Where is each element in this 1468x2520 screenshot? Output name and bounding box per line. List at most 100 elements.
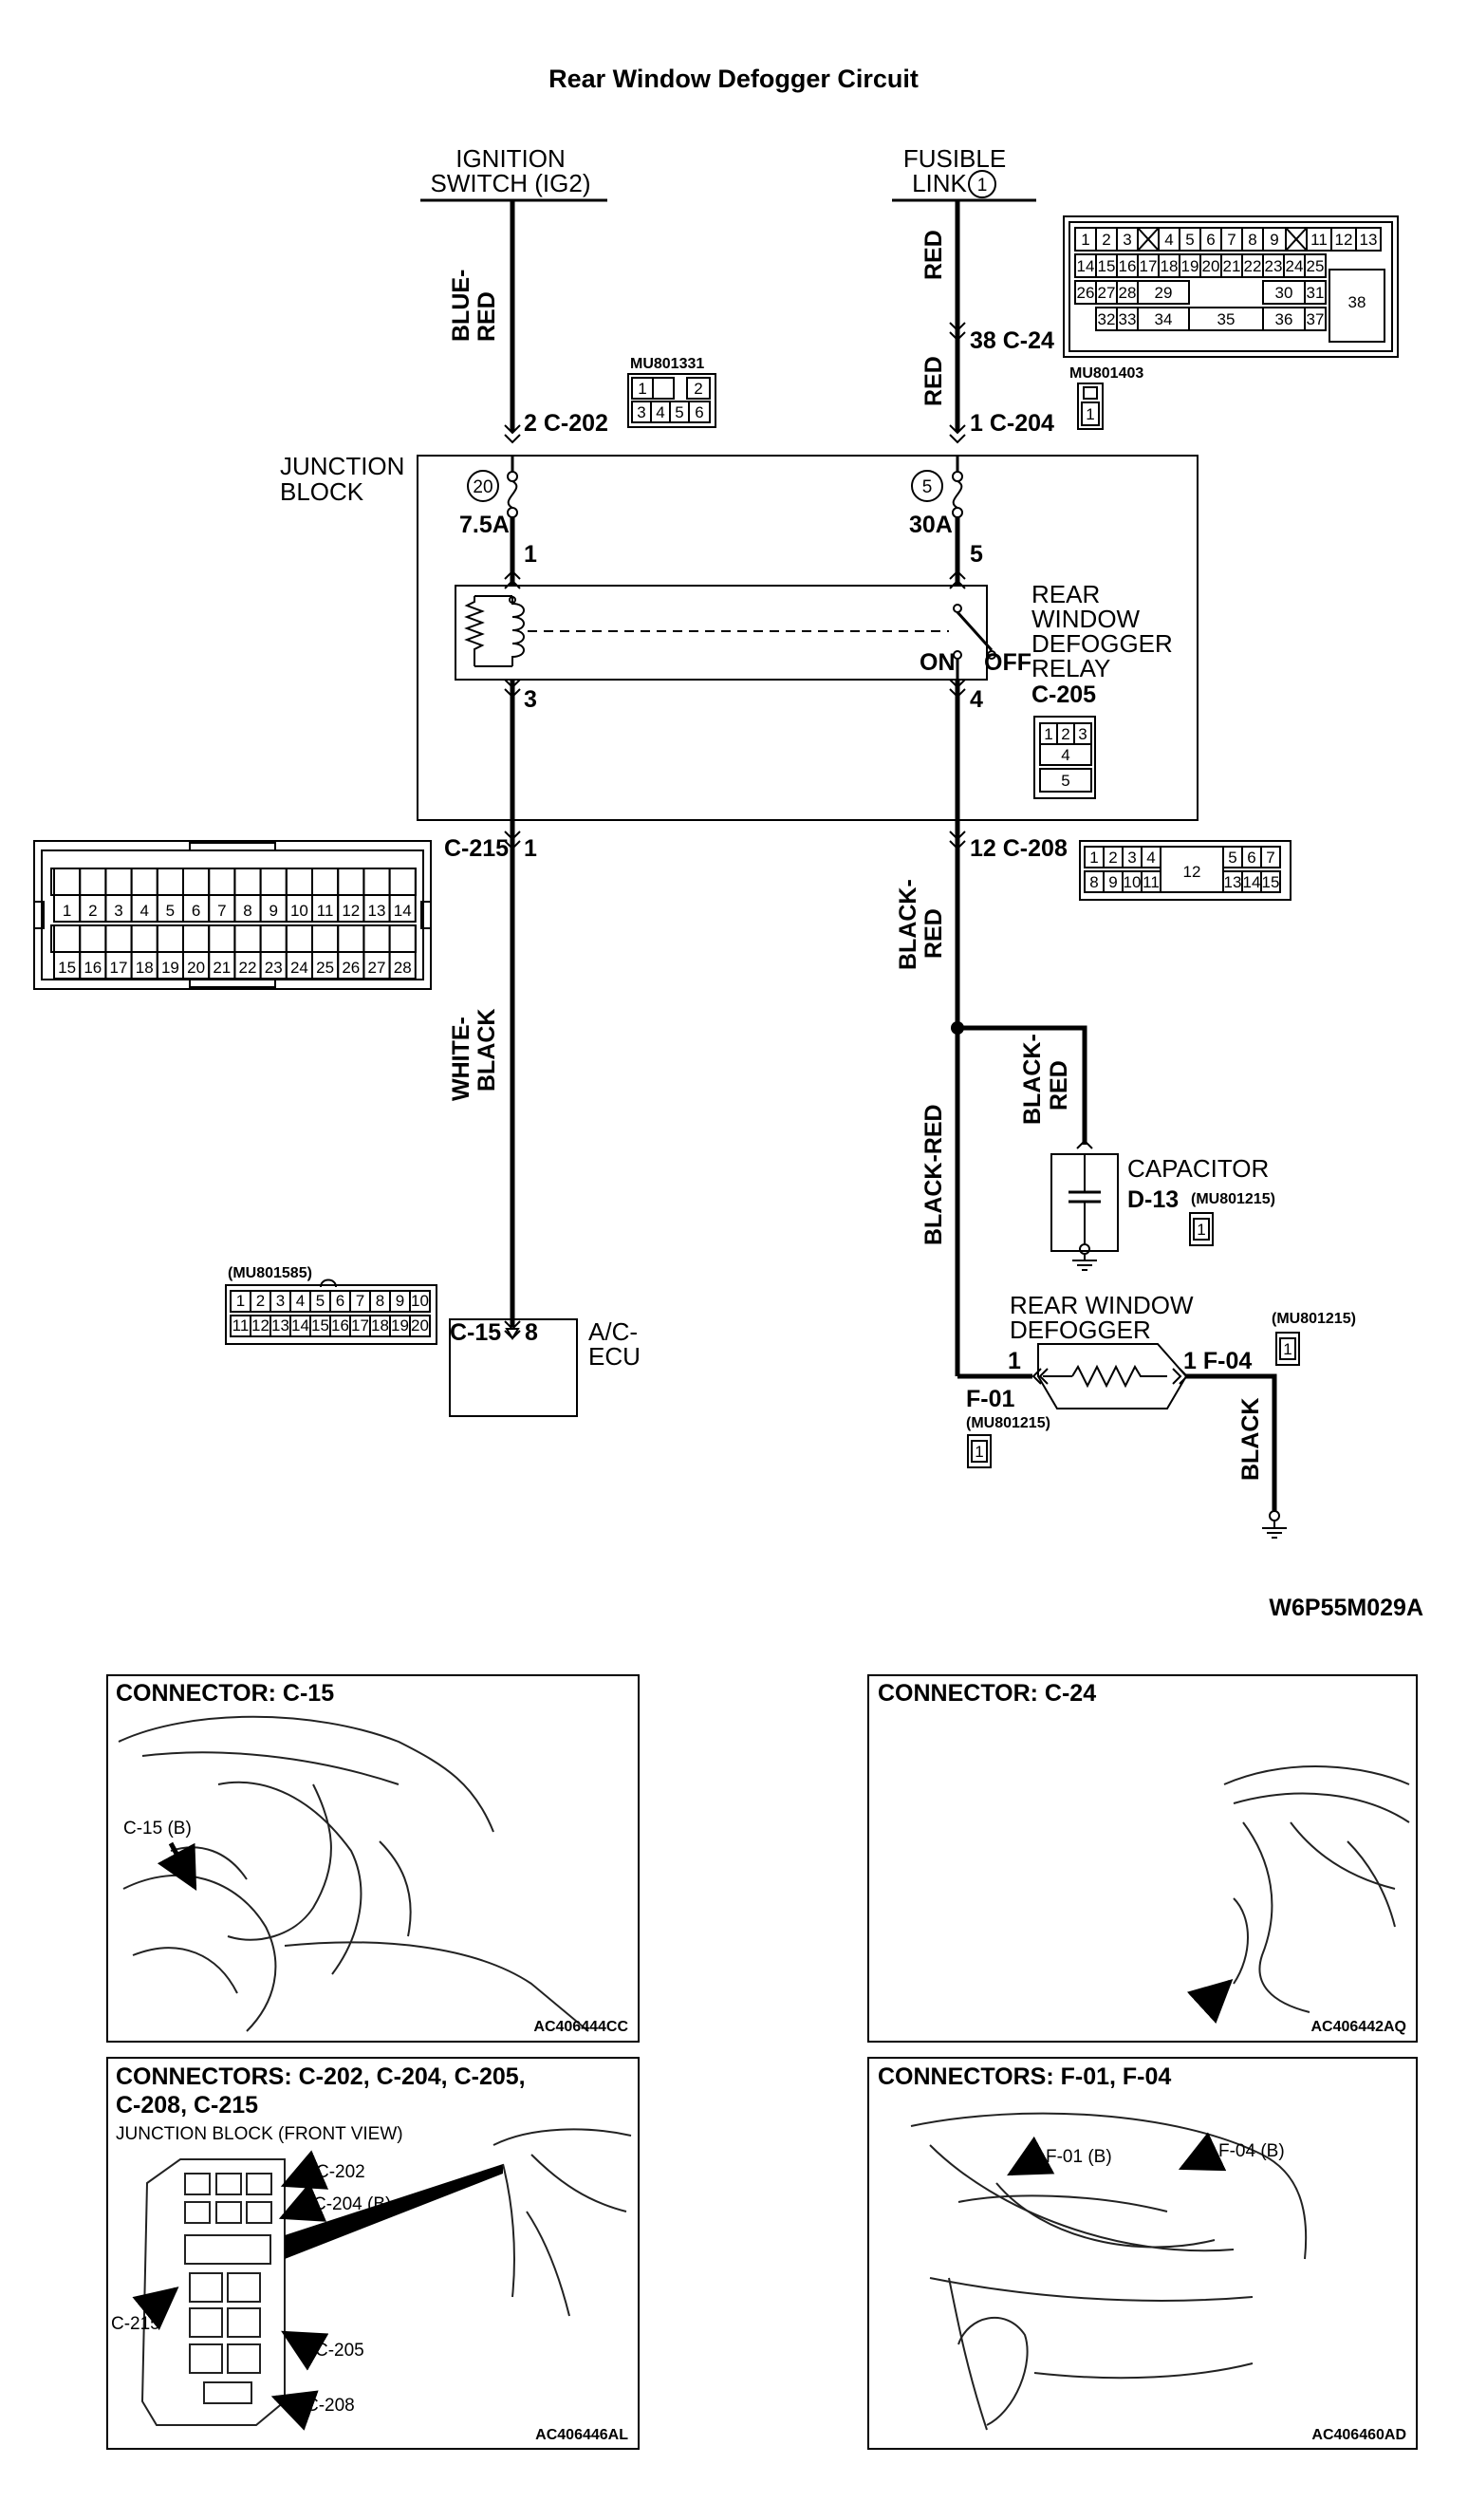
pin-label-c24: 38 C-24 (970, 327, 1054, 354)
ecu-terminal-icon (505, 1328, 520, 1340)
pin-label-c215-pin: 1 (524, 835, 537, 862)
svg-text:32: 32 (1098, 310, 1116, 328)
panel-jb-code: AC406446AL (535, 2427, 628, 2443)
c15-pin-label: 14 (291, 1316, 309, 1335)
c15-pin-cell (409, 1290, 431, 1313)
pin-label-f01: F-01 (966, 1386, 1015, 1412)
wire-label-blue-red-1: BLUE- (448, 270, 474, 342)
panel-junction-block: CONNECTORS: C-202, C-204, C-205, C-208, … (106, 2057, 640, 2450)
pin-label-f04: 1 F-04 (1183, 1348, 1252, 1374)
wire-label-black-red-2: RED (920, 908, 947, 959)
fusible-label-1: FUSIBLE (903, 144, 1006, 173)
c15-pin-label: 12 (251, 1316, 269, 1335)
c24-row3: 26 27 28 29 30 31 38 (1074, 269, 1385, 343)
c215-pin-label: 12 (342, 902, 360, 920)
fuse-left-number-circle (467, 470, 499, 502)
connector-f01: 1 (967, 1434, 992, 1468)
svg-text:36: 36 (1275, 310, 1293, 328)
c15-pin-label: 9 (396, 1292, 404, 1310)
svg-text:8: 8 (1089, 873, 1098, 891)
panel-c15-code: AC406444CC (533, 2019, 628, 2035)
capacitor-label: CAPACITOR (1127, 1154, 1269, 1183)
relay-pin-1: 1 (524, 541, 537, 568)
pin-label-c15-pin: 8 (525, 1319, 538, 1346)
svg-text:13: 13 (1224, 873, 1242, 891)
panel-c24-dashboard-sketch (1223, 1765, 1410, 2013)
relay-switch-blade (956, 610, 994, 652)
svg-text:1: 1 (1086, 405, 1094, 423)
c15-pin-label: 16 (331, 1316, 349, 1335)
relay-switch-common (953, 604, 962, 613)
panel-jb-callout-c202: C-202 (316, 2162, 365, 2182)
pin-label-c215: C-215 (444, 835, 509, 862)
svg-text:8: 8 (1248, 231, 1256, 249)
wire-label-red-mid: RED (920, 356, 947, 406)
c215-pin-label: 7 (217, 902, 226, 920)
svg-text:2: 2 (694, 380, 702, 398)
svg-text:15: 15 (1262, 873, 1280, 891)
fusible-label-2: LINK (912, 169, 967, 197)
c215-pin-label: 21 (213, 959, 231, 977)
connector-c205: 1 2 3 4 5 (1033, 716, 1096, 799)
relay-connector-label: C-205 (1031, 681, 1096, 708)
c15-pin-label: 1 (236, 1292, 245, 1310)
fuse-right-number-circle (911, 470, 943, 502)
svg-text:2: 2 (1061, 725, 1069, 743)
svg-text:14: 14 (1077, 257, 1095, 275)
wire-label-black-red-5: BLACK-RED (920, 1104, 947, 1245)
c215-pin-label: 28 (394, 959, 412, 977)
capacitor-part: (MU801215) (1191, 1191, 1275, 1207)
c15-pin-label: 5 (316, 1292, 325, 1310)
connector-code-c202: MU801331 (630, 356, 704, 372)
c215-pin-label: 3 (114, 902, 122, 920)
panel-c24-arrow (1186, 1978, 1234, 2024)
svg-text:1: 1 (1089, 849, 1098, 867)
panel-c24-code: AC406442AQ (1311, 2019, 1407, 2035)
connector-f04: 1 (1275, 1332, 1300, 1366)
svg-text:9: 9 (1108, 873, 1117, 891)
panel-connector-c15: CONNECTOR: C-15 C-15 (B) AC406444CC (106, 1674, 640, 2043)
c215-pin-label: 14 (394, 902, 412, 920)
panel-c24-title: CONNECTOR: C-24 (878, 1680, 1096, 1707)
pin-label-c208: 12 C-208 (970, 835, 1068, 862)
relay-pin-5: 5 (970, 541, 983, 568)
svg-text:4: 4 (1061, 746, 1069, 764)
svg-text:9: 9 (1270, 231, 1278, 249)
svg-text:16: 16 (1119, 257, 1137, 275)
fusible-link-number-circle (968, 170, 996, 198)
svg-text:7: 7 (1227, 231, 1236, 249)
c215-pin-label: 6 (192, 902, 200, 920)
fuse-right-rating: 30A (909, 512, 953, 538)
c215-pin-label: 4 (139, 902, 148, 920)
relay-switch-on: ON (920, 649, 956, 676)
svg-text:28: 28 (1119, 284, 1137, 302)
panel-jb-title-1: CONNECTORS: C-202, C-204, C-205, (116, 2063, 526, 2090)
svg-text:5: 5 (1185, 231, 1194, 249)
relay-resistor (464, 596, 485, 666)
svg-text:38: 38 (1348, 293, 1366, 311)
panel-connector-c24: CONNECTOR: C-24 AC406442AQ (867, 1674, 1418, 2043)
c215-pin-label: 20 (187, 959, 205, 977)
pin-label-c202: 2 C-202 (524, 410, 608, 437)
svg-text:18: 18 (1161, 257, 1179, 275)
svg-text:14: 14 (1243, 873, 1261, 891)
svg-text:23: 23 (1265, 257, 1283, 275)
svg-text:17: 17 (1140, 257, 1158, 275)
panel-jb-callout-c215: C-215 (111, 2314, 160, 2334)
c215-pin-label: 9 (269, 902, 277, 920)
defogger-element (1071, 1364, 1167, 1389)
c215-pin-label: 27 (368, 959, 386, 977)
svg-text:25: 25 (1307, 257, 1325, 275)
panel-c15-title: CONNECTOR: C-15 (116, 1680, 334, 1707)
svg-text:12: 12 (1183, 863, 1201, 881)
svg-text:4: 4 (1146, 849, 1155, 867)
fuse-left-top-terminal (507, 471, 518, 482)
pin-label-c15: C-15 (450, 1319, 501, 1346)
panel-f-code: AC406460AD (1311, 2427, 1406, 2443)
c215-pin-label: 5 (166, 902, 175, 920)
svg-text:5: 5 (675, 403, 683, 421)
svg-text:6: 6 (1247, 849, 1255, 867)
panel-c15-dashboard-sketch (118, 1715, 589, 2032)
c15-pin-cell (409, 1315, 431, 1337)
